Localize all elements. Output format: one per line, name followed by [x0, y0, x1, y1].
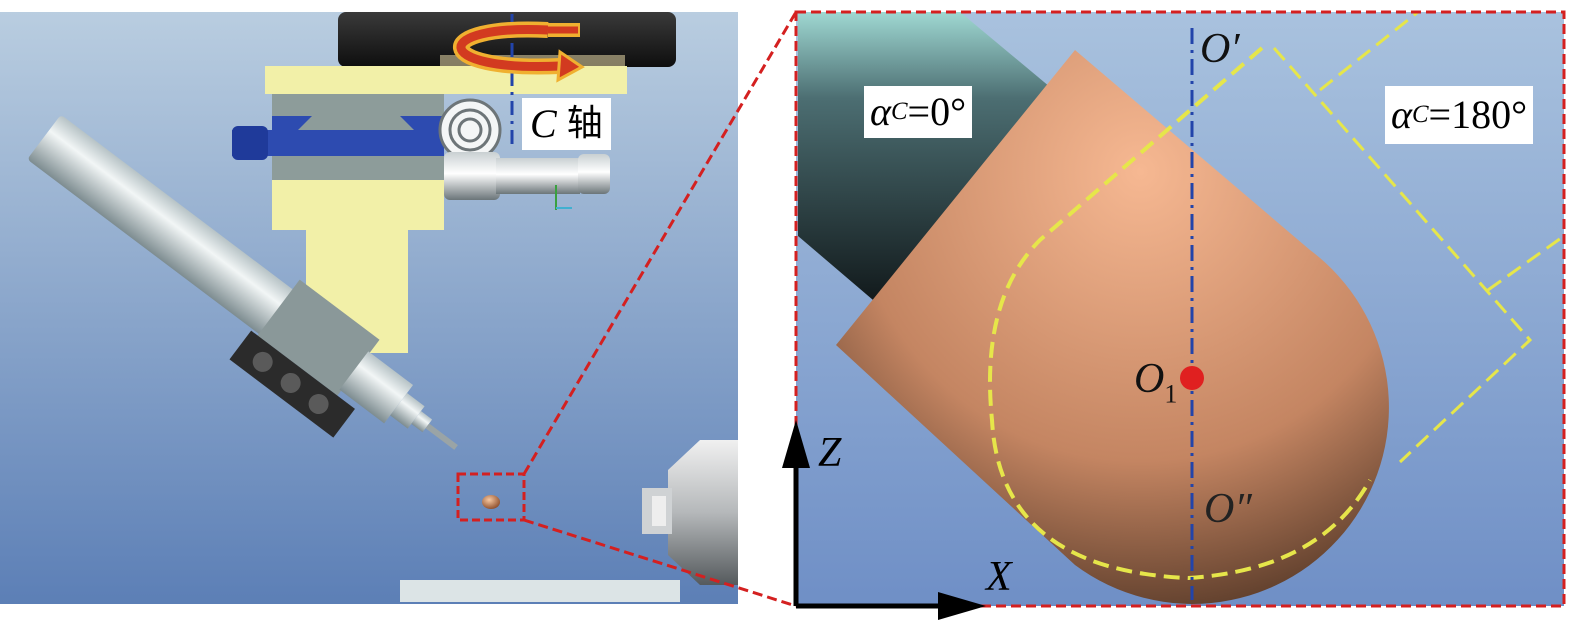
x-axis-label: X	[986, 554, 1012, 600]
x-axis-arrow	[938, 592, 986, 620]
z-axis-label: Z	[818, 430, 842, 476]
zoom-connector-bottom	[523, 518, 797, 608]
c-axis-label: C 轴	[522, 98, 611, 150]
c-axis-symbol: C	[530, 101, 557, 146]
coordinate-axes	[782, 420, 986, 620]
ghost-outline-0	[988, 46, 1372, 581]
zoom-box	[456, 472, 526, 522]
point-o1-subscript: 1	[1164, 379, 1178, 409]
dovetail-left	[272, 116, 312, 130]
machine-head	[338, 12, 676, 67]
zoom-frame	[794, 10, 1566, 608]
micrometer	[438, 98, 610, 210]
z-axis-arrow	[782, 420, 810, 468]
point-o1-base: O	[1134, 356, 1165, 402]
ghost-outline-180	[1272, 10, 1565, 464]
left-panel	[0, 12, 738, 604]
point-o1: O1	[1134, 358, 1177, 407]
point-o-prime: O′	[1200, 26, 1240, 72]
stylus-shaft	[798, 12, 1056, 300]
c-axis-text: 轴	[566, 103, 603, 144]
probe-ball	[836, 50, 1389, 604]
yellow-side-block	[272, 180, 444, 230]
blue-slide-end	[232, 126, 268, 160]
angle-0-subscript: C	[891, 97, 908, 125]
angle-0-greek: α	[870, 89, 891, 134]
chuck	[642, 440, 738, 585]
probe-shaft	[28, 116, 458, 450]
probe-ball-small	[482, 495, 500, 509]
angle-180-subscript: C	[1412, 100, 1429, 128]
point-o-double-prime: O″	[1204, 486, 1252, 532]
base-plate	[400, 580, 680, 602]
angle-180-value: =180°	[1428, 92, 1528, 137]
angle-0-value: =0°	[907, 89, 967, 134]
rotation-arrow	[453, 21, 585, 83]
dovetail-right	[400, 116, 444, 130]
angle-180-greek: α	[1391, 92, 1412, 137]
center-point-o1	[1180, 366, 1204, 390]
